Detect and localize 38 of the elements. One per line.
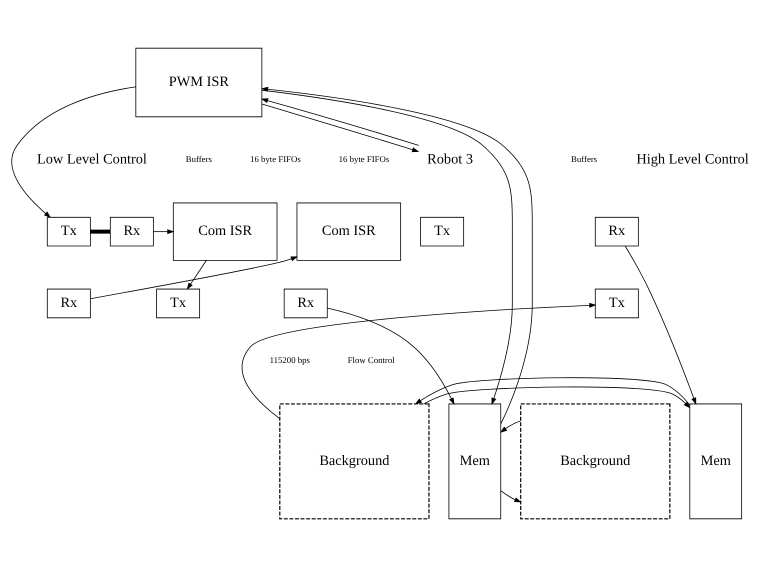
label: Flow Control bbox=[348, 355, 395, 366]
node-box: Background bbox=[520, 403, 670, 520]
node-box: Tx bbox=[594, 288, 639, 318]
arrow bbox=[186, 260, 207, 290]
label: 115200 bps bbox=[270, 355, 310, 366]
label: Low Level Control bbox=[36, 151, 147, 168]
node-box: Tx bbox=[46, 216, 91, 246]
connector bbox=[90, 230, 110, 234]
arrow bbox=[500, 420, 521, 433]
label: High Level Control bbox=[636, 151, 749, 168]
node-box: Rx bbox=[284, 288, 328, 318]
node-box: Tx bbox=[156, 288, 200, 318]
arrow bbox=[624, 246, 696, 405]
node-box: Rx bbox=[594, 216, 639, 246]
node-box: Background bbox=[279, 403, 430, 520]
arrow bbox=[11, 86, 136, 218]
node-text: Robot 3 bbox=[427, 151, 474, 168]
node-box: Rx bbox=[46, 288, 91, 318]
arrow bbox=[414, 377, 690, 406]
arrow bbox=[262, 104, 420, 152]
node-box: Mem bbox=[689, 404, 742, 520]
label: 16 byte FIFOs bbox=[250, 154, 301, 164]
node-box: Tx bbox=[420, 216, 464, 246]
node-box: Com ISR bbox=[296, 202, 402, 261]
label: Buffers bbox=[186, 154, 212, 164]
arrow bbox=[424, 386, 690, 408]
label: Buffers bbox=[571, 154, 598, 164]
arrow bbox=[260, 98, 420, 146]
label: 16 byte FIFOs bbox=[338, 154, 390, 164]
node-box: Mem bbox=[448, 404, 502, 520]
node-box: PWM ISR bbox=[135, 48, 262, 118]
node-box: Rx bbox=[110, 216, 154, 246]
node-box: Com ISR bbox=[172, 202, 278, 261]
arrow bbox=[500, 490, 522, 502]
arrow bbox=[242, 302, 596, 419]
arrow bbox=[90, 256, 298, 300]
arrow bbox=[327, 308, 454, 405]
arrow bbox=[153, 229, 174, 234]
